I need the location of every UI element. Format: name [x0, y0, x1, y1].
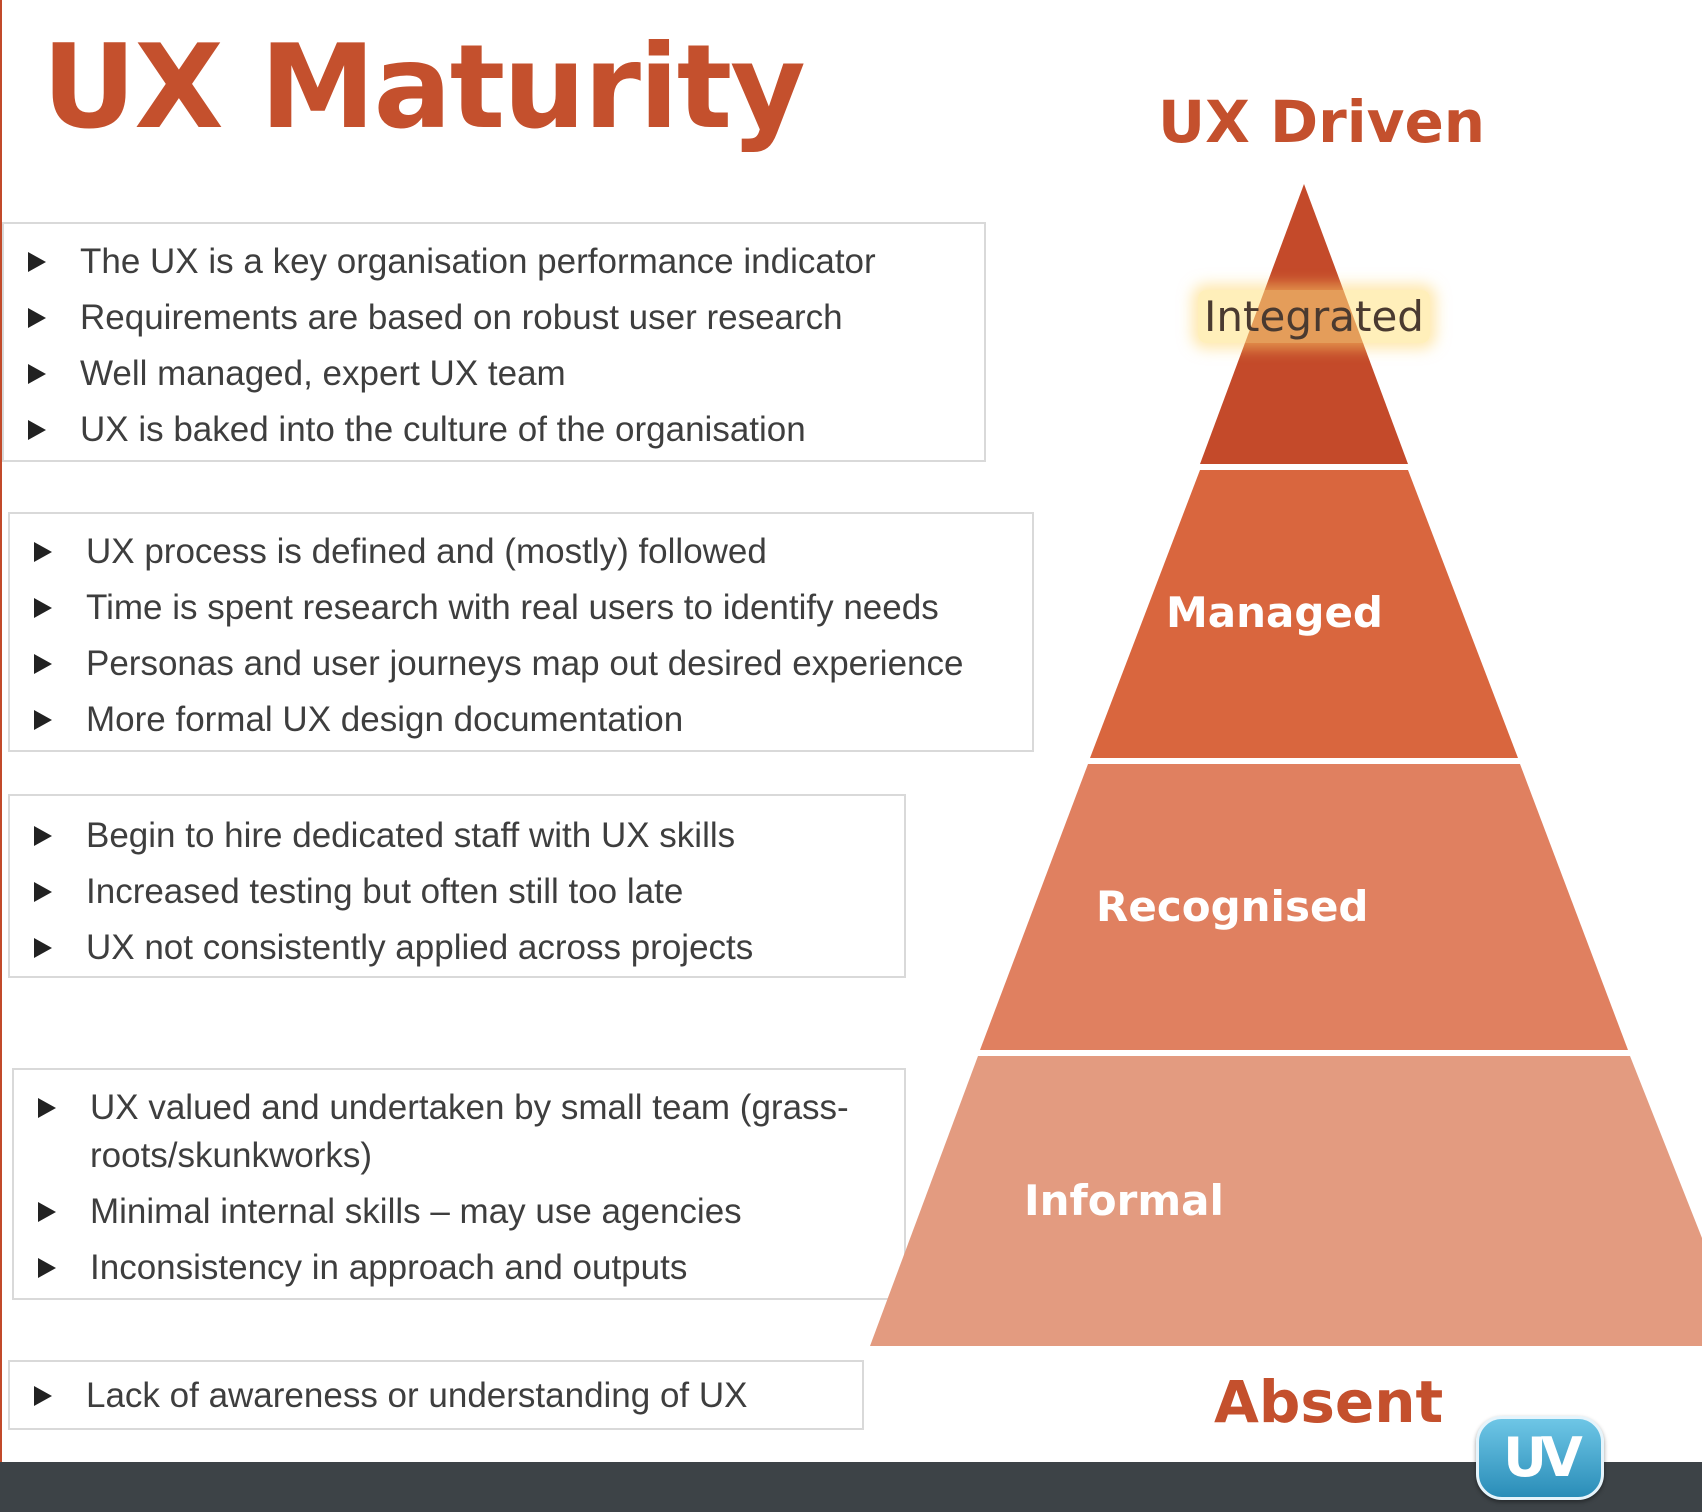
bullet-arrow-icon [28, 420, 46, 440]
list-item: Lack of awareness or understanding of UX [10, 1368, 862, 1424]
list-item: UX not consistently applied across proje… [10, 920, 904, 976]
pyramid-tier-managed [1090, 470, 1518, 758]
list-item: The UX is a key organisation performance… [4, 234, 984, 290]
list-item: More formal UX design documentation [10, 692, 1032, 748]
recognised-description-box: Begin to hire dedicated staff with UX sk… [8, 794, 906, 978]
bullet-arrow-icon [38, 1098, 56, 1118]
page-title: UX Maturity [42, 20, 806, 155]
tier-label-managed: Managed [1166, 588, 1383, 637]
list-item: Personas and user journeys map out desir… [10, 636, 1032, 692]
bullet-arrow-icon [34, 1386, 52, 1406]
footer-bar [0, 1462, 1702, 1512]
bullet-arrow-icon [28, 364, 46, 384]
bullet-arrow-icon [34, 710, 52, 730]
bullet-arrow-icon [34, 542, 52, 562]
pyramid-tier-informal [870, 1056, 1702, 1346]
bullet-arrow-icon [38, 1258, 56, 1278]
list-item: UX valued and undertaken by small team (… [14, 1080, 890, 1184]
list-item: Time is spent research with real users t… [10, 580, 1032, 636]
list-item: Begin to hire dedicated staff with UX sk… [10, 808, 904, 864]
bullet-arrow-icon [28, 308, 46, 328]
tier-label-integrated: Integrated [1198, 290, 1430, 343]
list-item: Requirements are based on robust user re… [4, 290, 984, 346]
list-item: UX process is defined and (mostly) follo… [10, 524, 1032, 580]
left-accent-rule [0, 0, 2, 1462]
informal-description-box: UX valued and undertaken by small team (… [12, 1068, 906, 1300]
absent-description-box: Lack of awareness or understanding of UX [8, 1360, 864, 1430]
pyramid-bottom-label: Absent [1214, 1368, 1444, 1436]
managed-description-box: UX process is defined and (mostly) follo… [8, 512, 1034, 752]
bullet-arrow-icon [34, 826, 52, 846]
list-item: UX is baked into the culture of the orga… [4, 402, 984, 458]
bullet-arrow-icon [28, 252, 46, 272]
list-item: Minimal internal skills – may use agenci… [14, 1184, 890, 1240]
tier-label-recognised: Recognised [1096, 882, 1369, 931]
list-item: Well managed, expert UX team [4, 346, 984, 402]
pyramid-top-label: UX Driven [1158, 88, 1486, 156]
bullet-arrow-icon [38, 1202, 56, 1222]
list-item: Inconsistency in approach and outputs [14, 1240, 890, 1296]
bullet-arrow-icon [34, 882, 52, 902]
pyramid-tier-recognised [980, 764, 1628, 1050]
uv-logo: UV [1476, 1416, 1604, 1500]
integrated-description-box: The UX is a key organisation performance… [2, 222, 986, 462]
bullet-arrow-icon [34, 654, 52, 674]
bullet-arrow-icon [34, 938, 52, 958]
bullet-arrow-icon [34, 598, 52, 618]
tier-label-informal: Informal [1024, 1176, 1224, 1225]
list-item: Increased testing but often still too la… [10, 864, 904, 920]
